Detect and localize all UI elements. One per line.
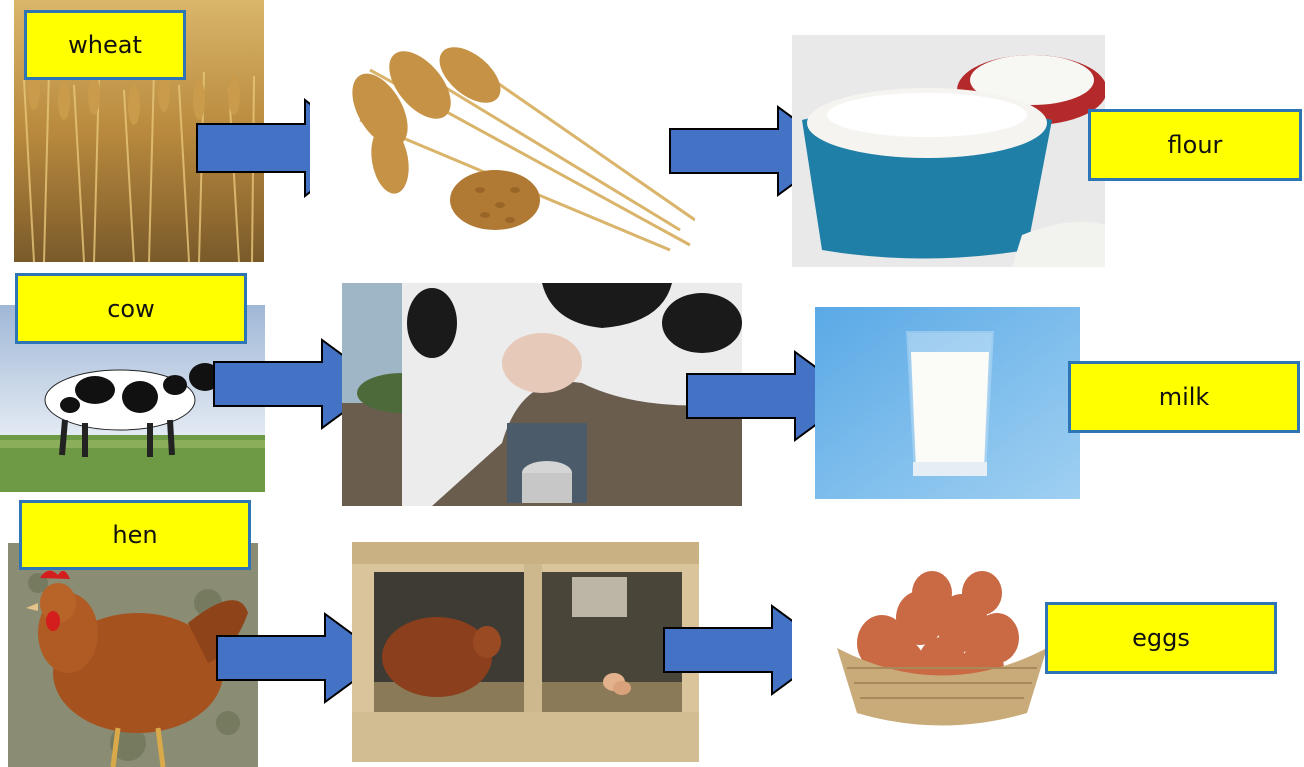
product-label-eggs: eggs <box>1045 602 1277 674</box>
source-label-cow: cow <box>15 273 247 344</box>
product-label-flour: flour <box>1088 109 1302 181</box>
wheat-grain-photo <box>310 30 695 260</box>
source-label-wheat: wheat <box>24 10 186 80</box>
product-label-milk: milk <box>1068 361 1300 433</box>
flour-bowl-photo <box>792 35 1105 267</box>
milk-glass-photo <box>815 307 1080 499</box>
source-label-hen: hen <box>19 500 251 570</box>
cow-milking-photo <box>342 283 742 506</box>
hen-nest-box-photo <box>352 542 699 762</box>
